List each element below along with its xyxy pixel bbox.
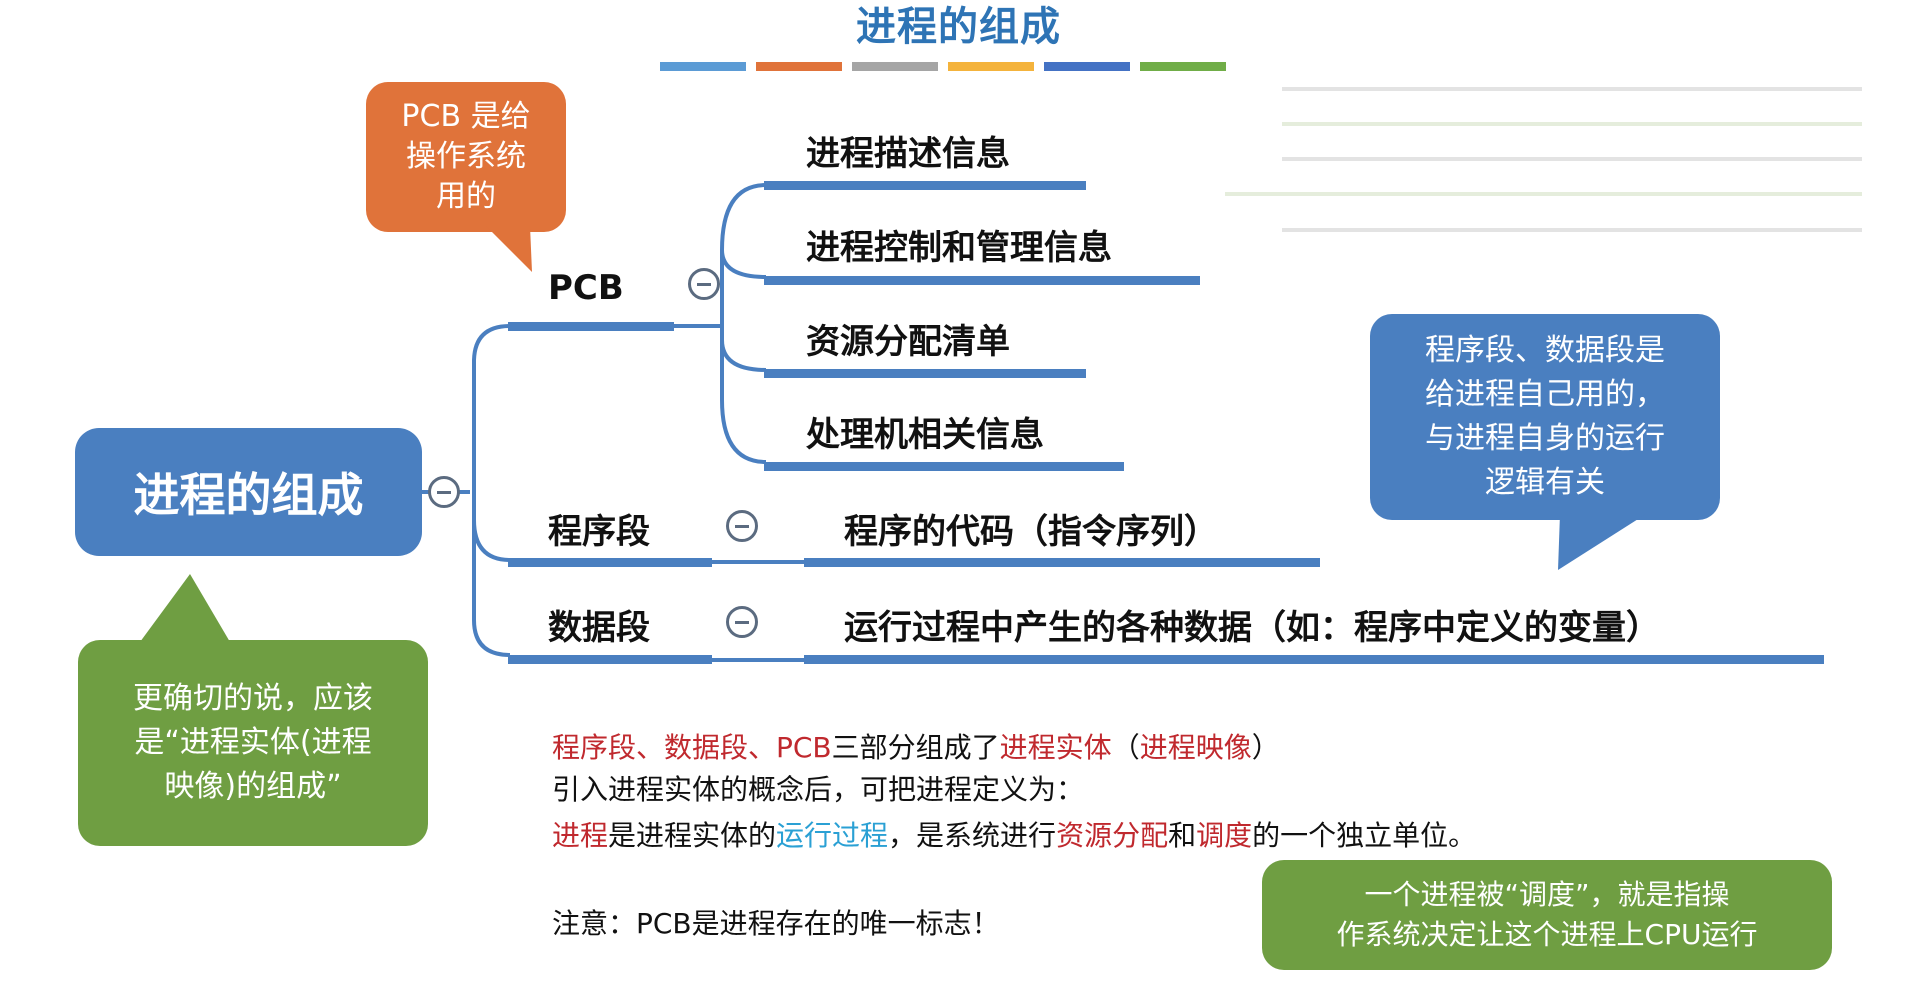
pcb-child-1: 进程描述信息 bbox=[806, 134, 1010, 174]
title-stripe-4 bbox=[948, 62, 1034, 71]
callout-pcb-for-os: PCB 是给 操作系统 用的 bbox=[366, 82, 566, 232]
callout-segments-for-process: 程序段、数据段是 给进程自己用的， 与进程自身的运行 逻辑有关 bbox=[1370, 314, 1720, 520]
root-node: 进程的组成 bbox=[75, 428, 422, 556]
pcb-child-3-underline bbox=[764, 369, 1086, 378]
program-child: 程序的代码（指令序列） bbox=[844, 512, 1218, 552]
note-line-3-running: 运行过程 bbox=[776, 819, 889, 852]
pcb-child-2: 进程控制和管理信息 bbox=[806, 228, 1112, 268]
title-stripe-6 bbox=[1140, 62, 1226, 71]
note-line-3-schedule: 调度 bbox=[1196, 819, 1253, 852]
faint-line bbox=[1225, 192, 1862, 196]
callout-green-left-tail bbox=[140, 574, 230, 642]
branch-data-label: 数据段 bbox=[548, 608, 650, 648]
faint-line bbox=[1282, 157, 1862, 161]
program-child-underline bbox=[804, 558, 1320, 567]
title-stripe-1 bbox=[660, 62, 746, 71]
callout-orange-line-3: 用的 bbox=[436, 179, 496, 214]
data-collapse-button[interactable] bbox=[726, 606, 758, 638]
callout-green-bottom-line-1: 一个进程被“调度”，就是指操 bbox=[1364, 878, 1730, 911]
callout-blue-line-4: 逻辑有关 bbox=[1485, 465, 1605, 500]
callout-green-left-line-1: 更确切的说，应该 bbox=[133, 681, 373, 716]
data-child: 运行过程中产生的各种数据（如：程序中定义的变量） bbox=[844, 608, 1660, 648]
branch-pcb-label: PCB bbox=[548, 268, 624, 308]
branch-program-label: 程序段 bbox=[548, 512, 650, 552]
note-line-2: 引入进程实体的概念后，可把进程定义为： bbox=[552, 773, 1085, 806]
program-collapse-button[interactable] bbox=[726, 510, 758, 542]
pcb-child-4-underline bbox=[764, 462, 1124, 471]
title-stripe-3 bbox=[852, 62, 938, 71]
title-stripe-2 bbox=[756, 62, 842, 71]
branch-data-underline bbox=[508, 655, 712, 664]
note-line-3-t2: ，是系统进行 bbox=[888, 819, 1057, 852]
note-line-1: 程序段、数据段、PCB三部分组成了进程实体（进程映像） bbox=[552, 726, 1280, 766]
page-title: 进程的组成 bbox=[856, 4, 1061, 50]
callout-blue-line-1: 程序段、数据段是 bbox=[1425, 333, 1665, 368]
callout-orange-line-1: PCB 是给 bbox=[401, 99, 531, 134]
callout-blue-line-3: 与进程自身的运行 bbox=[1425, 421, 1665, 456]
note-line-3-resource: 资源分配 bbox=[1056, 819, 1169, 852]
data-child-underline bbox=[804, 655, 1824, 664]
callout-blue-tail bbox=[1558, 514, 1646, 570]
callout-blue-line-2: 给进程自己用的， bbox=[1425, 377, 1665, 412]
note-line-1-mid: 三部分组成了 bbox=[831, 731, 1000, 764]
pcb-child-3: 资源分配清单 bbox=[806, 322, 1010, 362]
note-line-3-and: 和 bbox=[1168, 819, 1197, 852]
title-stripe-5 bbox=[1044, 62, 1130, 71]
faint-line bbox=[1282, 228, 1862, 232]
note-line-1-parts: 程序段、数据段、PCB bbox=[552, 731, 832, 764]
note-line-3-t1: 是进程实体的 bbox=[608, 819, 777, 852]
callout-green-bottom-line-2: 作系统决定让这个进程上CPU运行 bbox=[1336, 918, 1758, 951]
callout-orange-tail bbox=[486, 226, 532, 272]
note-line-1-close-paren: ） bbox=[1251, 731, 1280, 764]
callout-orange-line-2: 操作系统 bbox=[406, 139, 526, 174]
pcb-collapse-button[interactable] bbox=[688, 268, 720, 300]
callout-green-left-line-3: 映像)的组成” bbox=[164, 769, 342, 804]
root-collapse-button[interactable] bbox=[428, 476, 460, 508]
branch-pcb-underline bbox=[508, 322, 674, 331]
note-line-1-entity: 进程实体 bbox=[999, 731, 1112, 764]
note-line-3-t3: 的一个独立单位。 bbox=[1252, 819, 1477, 852]
pcb-child-4: 处理机相关信息 bbox=[806, 415, 1044, 455]
note-line-4: 注意：PCB是进程存在的唯一标志！ bbox=[552, 907, 1000, 940]
faint-line bbox=[1282, 87, 1862, 91]
callout-process-entity: 更确切的说，应该 是“进程实体(进程 映像)的组成” bbox=[78, 640, 428, 846]
note-line-1-open-paren: （ bbox=[1111, 731, 1140, 764]
callout-scheduling: 一个进程被“调度”，就是指操 作系统决定让这个进程上CPU运行 bbox=[1262, 860, 1832, 970]
pcb-child-2-underline bbox=[764, 276, 1200, 285]
callout-green-left-line-2: 是“进程实体(进程 bbox=[134, 725, 372, 760]
note-line-3-process: 进程 bbox=[552, 819, 609, 852]
faint-line bbox=[1282, 122, 1862, 126]
branch-program-underline bbox=[508, 558, 712, 567]
pcb-child-1-underline bbox=[764, 181, 1086, 190]
note-line-3: 进程是进程实体的运行过程，是系统进行资源分配和调度的一个独立单位。 bbox=[552, 814, 1476, 854]
note-line-1-image: 进程映像 bbox=[1139, 731, 1252, 764]
